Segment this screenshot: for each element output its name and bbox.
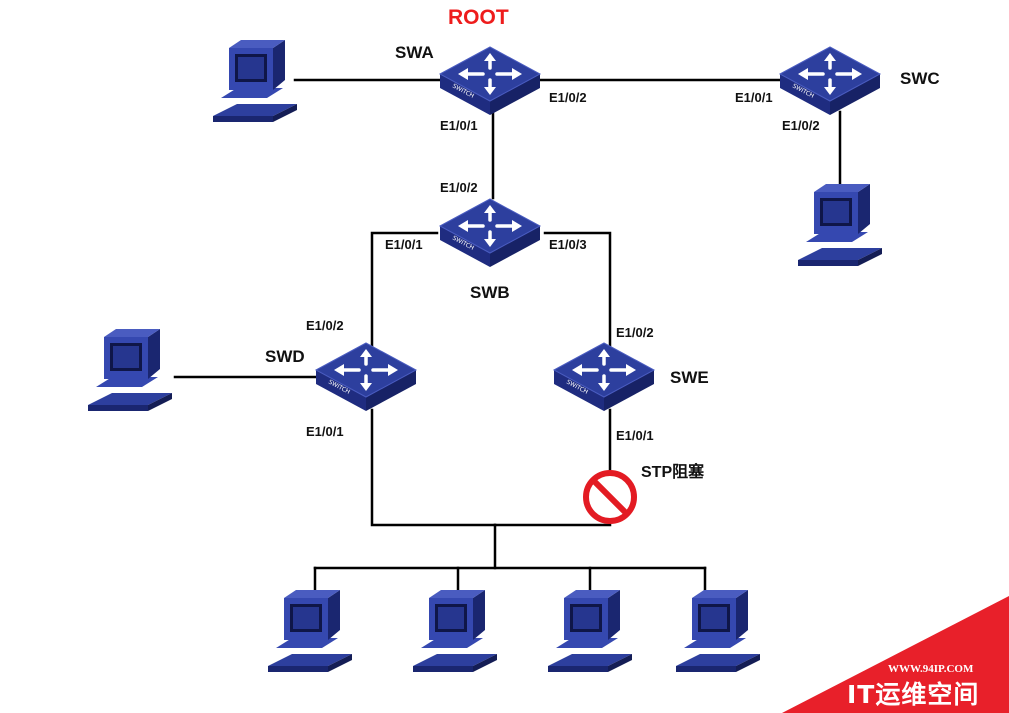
computer-swa	[213, 40, 297, 122]
computer-bus-4	[676, 590, 760, 672]
root-label: ROOT	[448, 6, 509, 29]
swa-name: SWA	[395, 43, 434, 62]
swd-name: SWD	[265, 347, 305, 366]
watermark-name: IT运维空间	[847, 680, 979, 709]
link-swe-bus-blocked	[493, 408, 612, 527]
computer-bus-1	[268, 590, 352, 672]
swe-name: SWE	[670, 368, 709, 387]
switch-icon	[778, 45, 882, 117]
switch-swa: SWITCH	[438, 45, 542, 117]
port-swa-e101: E1/0/1	[440, 118, 478, 133]
port-swc-e102: E1/0/2	[782, 118, 820, 133]
link-swb-swe	[543, 231, 612, 355]
links	[173, 78, 842, 597]
computer-icon	[268, 590, 352, 672]
blocked-icon	[583, 470, 637, 524]
port-swa-e102: E1/0/2	[549, 90, 587, 105]
port-swd-e101: E1/0/1	[306, 424, 344, 439]
link-swb-swd	[370, 231, 439, 355]
swc-name: SWC	[900, 69, 940, 88]
computer-icon	[88, 329, 172, 411]
stp-block-label: STP阻塞	[641, 462, 705, 481]
computer-swd	[88, 329, 172, 411]
computer-swc	[798, 184, 882, 266]
port-swe-e101: E1/0/1	[616, 428, 654, 443]
switch-icon	[314, 341, 418, 413]
port-swb-e103: E1/0/3	[549, 237, 587, 252]
computer-icon	[798, 184, 882, 266]
computer-bus-3	[548, 590, 632, 672]
computer-icon	[676, 590, 760, 672]
port-swb-e101: E1/0/1	[385, 237, 423, 252]
watermark-url: WWW.94IP.COM	[888, 663, 974, 675]
port-swc-e101: E1/0/1	[735, 90, 773, 105]
switch-swb: SWITCH	[438, 197, 542, 269]
switch-icon	[438, 45, 542, 117]
port-swb-e102: E1/0/2	[440, 180, 478, 195]
switch-swc: SWITCH	[778, 45, 882, 117]
port-swe-e102: E1/0/2	[616, 325, 654, 340]
computer-icon	[213, 40, 297, 122]
switch-swd: SWITCH	[314, 341, 418, 413]
watermark: WWW.94IP.COM IT运维空间	[782, 596, 1009, 713]
computer-icon	[548, 590, 632, 672]
switch-icon	[552, 341, 656, 413]
switch-swe: SWITCH	[552, 341, 656, 413]
computer-icon	[413, 590, 497, 672]
link-swd-bus	[370, 408, 497, 527]
switch-icon	[438, 197, 542, 269]
watermark-banner	[782, 596, 1009, 713]
port-swd-e102: E1/0/2	[306, 318, 344, 333]
swb-name: SWB	[470, 283, 510, 302]
computer-bus-2	[413, 590, 497, 672]
